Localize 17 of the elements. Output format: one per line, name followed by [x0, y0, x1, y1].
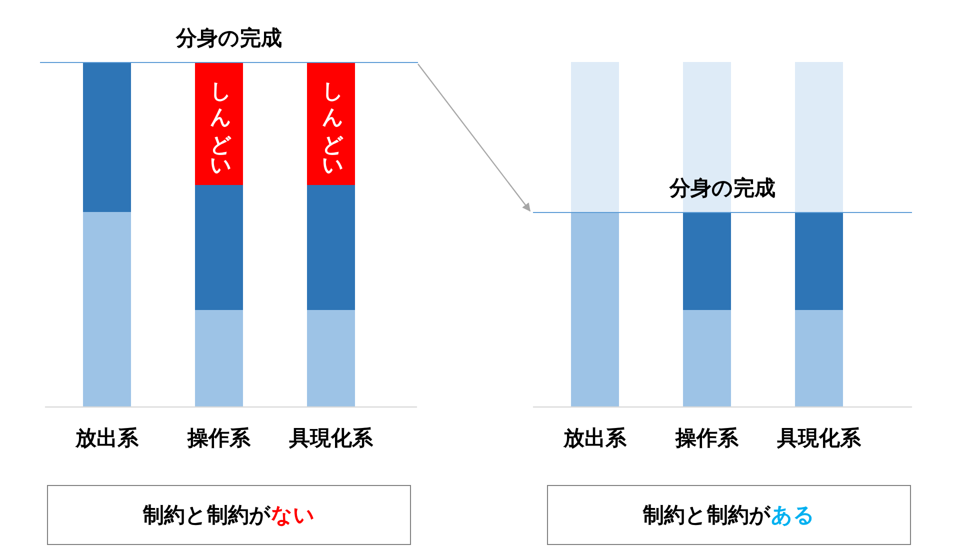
line-label: 分身の完成 [176, 25, 282, 52]
category-label: 操作系 [676, 425, 738, 452]
caption-box [47, 485, 411, 545]
completion-line [40, 24, 418, 63]
category-label: 具現化系 [289, 425, 373, 452]
completion-line [533, 174, 912, 213]
bar-label: しんどい [208, 67, 234, 171]
caption-text: 制約と制約がない [143, 502, 315, 529]
caption-text: 制約と制約がある [643, 502, 815, 529]
category-label: 放出系 [564, 425, 626, 452]
arrow [418, 64, 530, 212]
category-label: 放出系 [76, 425, 138, 452]
line-label: 分身の完成 [670, 175, 776, 202]
caption-box [547, 485, 911, 545]
bar-label: しんどい [320, 67, 346, 171]
category-label: 操作系 [188, 425, 250, 452]
category-label: 具現化系 [777, 425, 861, 452]
